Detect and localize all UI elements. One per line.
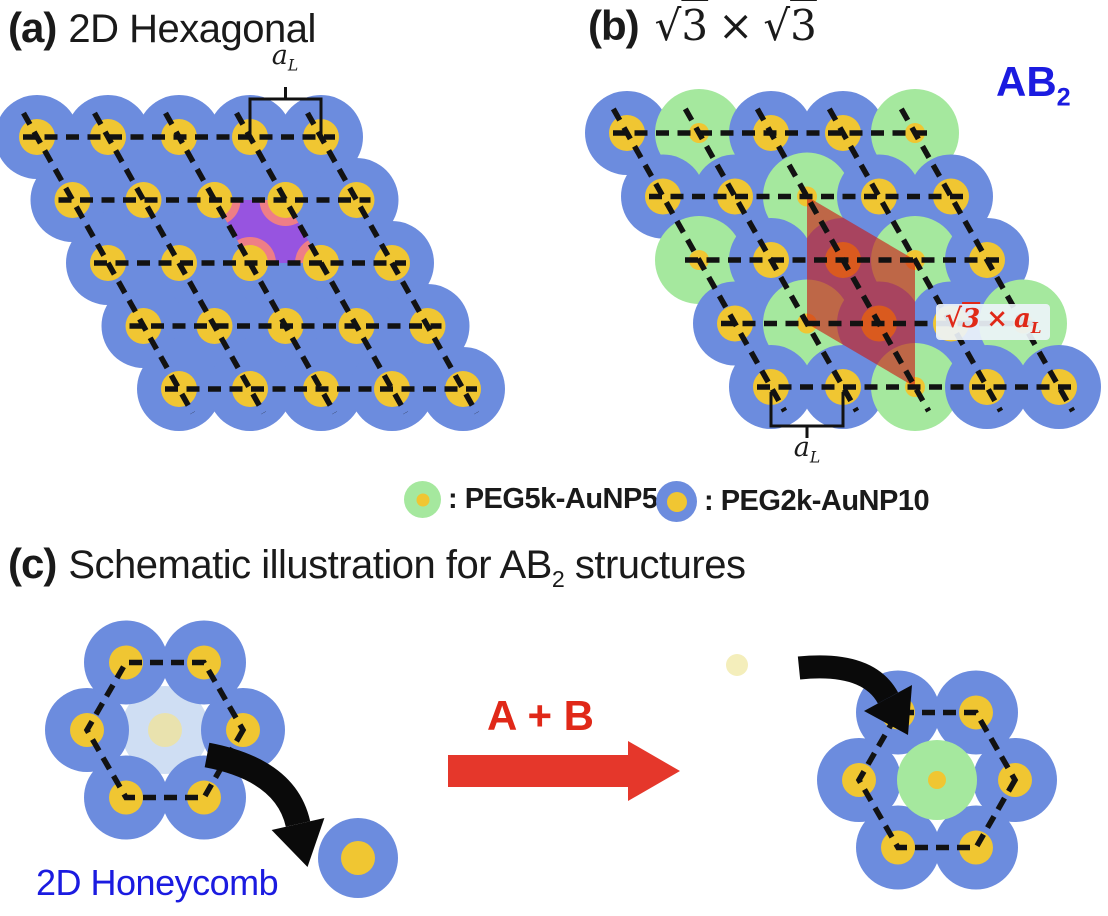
- a-symbol: a: [793, 432, 810, 463]
- honeycomb-cluster: [45, 620, 285, 840]
- legend-item-peg5k: : PEG5k-AuNP5: [404, 481, 658, 518]
- gold-core-icon: [666, 491, 687, 512]
- ab2-cluster: [817, 670, 1057, 890]
- gold-core: [232, 371, 268, 407]
- insert-particle-arrow-head: [864, 685, 912, 735]
- gold-core: [861, 178, 897, 215]
- gold-core: [645, 178, 681, 215]
- center-core: [928, 771, 946, 789]
- gold-core: [54, 182, 91, 218]
- panel-c-letter: (c): [8, 540, 57, 587]
- gold-core: [753, 369, 789, 405]
- gold-core: [959, 830, 993, 865]
- lattice-diagonal-line: [610, 107, 788, 413]
- gold-core: [109, 645, 143, 680]
- a-symbol: a: [1013, 304, 1031, 334]
- gold-core: [445, 371, 481, 407]
- panel-a-letter: (a): [8, 4, 57, 51]
- a-symbol: a: [271, 40, 288, 71]
- lattice-2d-hexagonal: [0, 95, 505, 431]
- panel-b-letter: (b): [588, 2, 640, 49]
- lattice-diagonal-line: [754, 107, 932, 413]
- cell-corner-accent: [214, 200, 241, 226]
- sqrt3-aL-label: √3×aL: [936, 304, 1051, 341]
- reaction-arrow-head: [628, 741, 680, 801]
- insert-particle-arrow: [797, 655, 899, 705]
- lattice-diagonal-line: [682, 107, 860, 413]
- times-sign: ×: [986, 304, 1008, 334]
- gold-core-icon: [416, 493, 429, 506]
- gold-core: [161, 371, 197, 407]
- hexagon-outline: [855, 709, 1019, 851]
- gold-core: [341, 841, 375, 875]
- lattice-diagonal-line: [826, 107, 1004, 413]
- lattice-diagonal-line: [234, 111, 408, 415]
- gold-core: [125, 182, 162, 218]
- a-subscript: L: [1030, 319, 1042, 338]
- remove-particle-arrow-head: [271, 818, 325, 867]
- legend-label-peg2k: : PEG2k-AuNP10: [704, 485, 930, 517]
- green-particle-swatch: [404, 481, 441, 518]
- lattice-diagonal-line: [21, 111, 195, 415]
- lattice-diagonal-line: [163, 111, 337, 415]
- panel-a-header: (a)2D Hexagonal: [8, 4, 316, 51]
- reaction-label: A + B: [487, 692, 594, 739]
- lattice-diagonal-line: [305, 111, 479, 415]
- faded-small-particle: [726, 654, 748, 676]
- reaction-arrow-shaft: [448, 755, 628, 787]
- ab2-text: AB: [996, 58, 1057, 105]
- lattice-sqrt3: [585, 89, 1101, 431]
- lattice-constant-label-b: aL: [793, 432, 821, 467]
- radicand: 3: [681, 1, 709, 50]
- panel-c-header: (c)Schematic illustration for AB2 struct…: [8, 540, 746, 592]
- sqrt-sign: √: [945, 304, 963, 334]
- gold-core: [969, 369, 1005, 405]
- legend-label-peg5k: : PEG5k-AuNP5: [448, 483, 658, 515]
- blue-particle-swatch: [656, 481, 697, 522]
- lattice-constant-label-a: aL: [271, 40, 299, 75]
- times-sign: ×: [718, 1, 754, 50]
- panel-a-title: 2D Hexagonal: [68, 7, 316, 51]
- honeycomb-label: 2D Honeycomb: [36, 862, 279, 903]
- a-subscript: L: [809, 447, 821, 467]
- lattice-diagonal-line: [92, 111, 266, 415]
- remove-particle-arrow: [204, 742, 311, 828]
- gold-core: [338, 182, 375, 218]
- radicand: 3: [962, 304, 981, 334]
- sqrt-sign: √: [654, 1, 682, 50]
- radicand: 3: [790, 1, 817, 50]
- sqrt-sign: √: [763, 1, 791, 50]
- cell-corner-accent: [295, 237, 321, 263]
- panel-c-title: Schematic illustration for AB2 structure…: [68, 543, 746, 592]
- a-subscript: L: [287, 55, 299, 75]
- center-core: [148, 713, 182, 747]
- legend-item-peg2k: : PEG2k-AuNP10: [656, 481, 930, 522]
- ab2-subscript: 2: [1056, 83, 1071, 112]
- panel-b-title: √3×√3: [655, 1, 817, 50]
- lattice-diagonal-line: [898, 107, 1076, 413]
- panel-b-header: (b)√3×√3: [588, 1, 817, 50]
- gold-core: [187, 780, 221, 815]
- ab2-label: AB2: [996, 58, 1071, 112]
- hexagon-outline: [83, 659, 247, 801]
